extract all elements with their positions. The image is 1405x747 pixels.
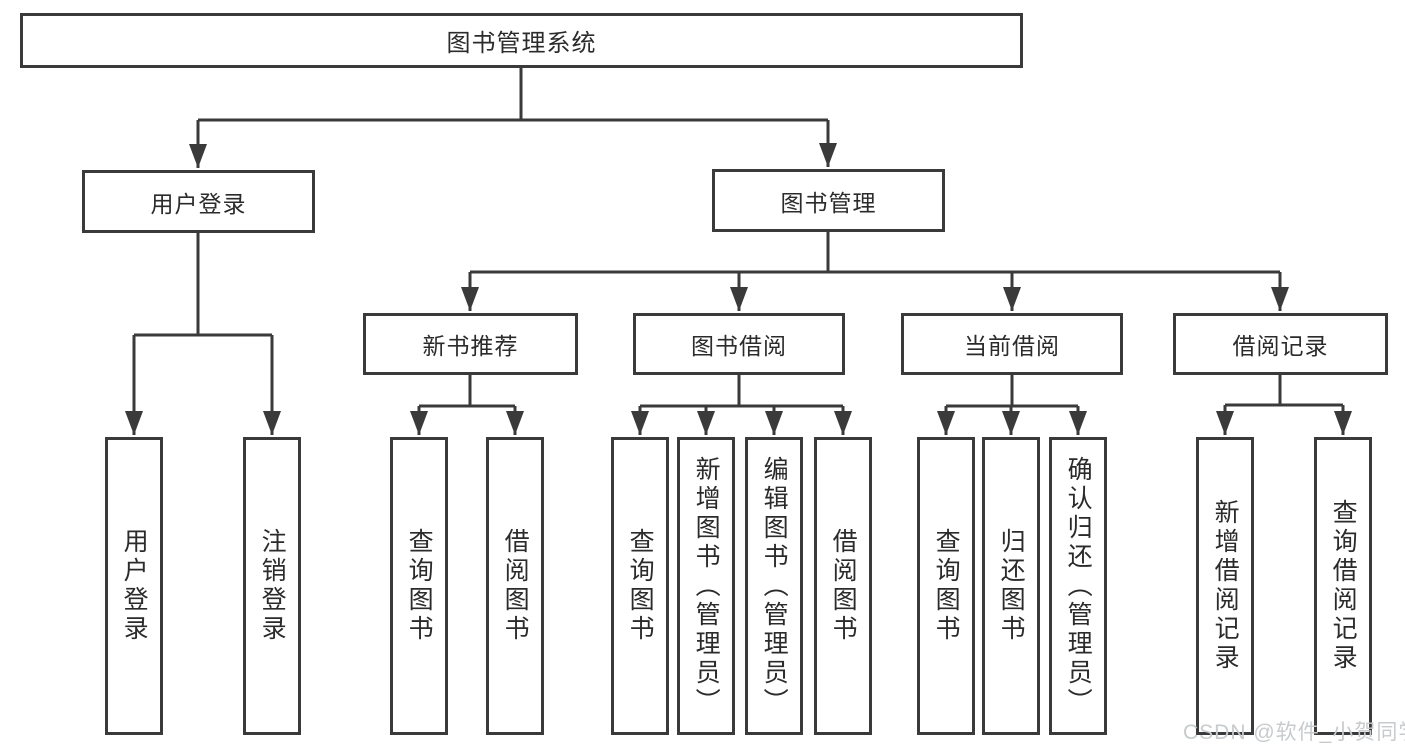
leaf-user-login: 用户登录 <box>105 437 163 735</box>
leaf-query-book-current-label: 查询图书 <box>932 528 961 644</box>
leaf-borrow-book: 借阅图书 <box>814 437 872 735</box>
leaf-query-book-recommend-label: 查询图书 <box>405 528 434 644</box>
node-book-borrow: 图书借阅 <box>633 313 845 375</box>
leaf-query-book-recommend: 查询图书 <box>390 437 448 735</box>
node-book-borrow-label: 图书借阅 <box>691 333 787 359</box>
leaf-return-book-label: 归还图书 <box>997 528 1026 644</box>
leaf-confirm-return-admin-label: 确认归还（管理员） <box>1064 455 1093 717</box>
node-borrow-records-label: 借阅记录 <box>1232 333 1329 359</box>
leaf-logout: 注销登录 <box>243 437 301 735</box>
watermark-text: CSDN @软件_小贺同学 <box>1183 721 1405 744</box>
leaf-logout-label: 注销登录 <box>258 528 287 644</box>
node-user-login-label: 用户登录 <box>150 190 247 217</box>
leaf-return-book: 归还图书 <box>982 437 1040 735</box>
leaf-borrow-book-recommend: 借阅图书 <box>486 437 544 735</box>
node-user-login: 用户登录 <box>82 170 315 233</box>
node-current-borrow-label: 当前借阅 <box>964 333 1060 359</box>
leaf-add-borrow-record-label: 新增借阅记录 <box>1211 499 1240 673</box>
leaf-borrow-book-label: 借阅图书 <box>829 528 858 644</box>
node-current-borrow: 当前借阅 <box>901 313 1123 375</box>
leaf-user-login-label: 用户登录 <box>120 528 149 644</box>
leaf-query-book-borrow-label: 查询图书 <box>626 528 655 644</box>
node-library-system-label: 图书管理系统 <box>446 30 597 57</box>
leaf-query-book-current: 查询图书 <box>917 437 975 735</box>
leaf-query-borrow-record: 查询借阅记录 <box>1314 437 1372 735</box>
node-new-book-recommend-label: 新书推荐 <box>422 333 519 359</box>
leaf-query-borrow-record-label: 查询借阅记录 <box>1329 499 1358 673</box>
node-borrow-records: 借阅记录 <box>1173 313 1388 375</box>
node-new-book-recommend: 新书推荐 <box>363 313 578 375</box>
leaf-add-book-admin-label: 新增图书（管理员） <box>692 455 721 717</box>
leaf-query-book-borrow: 查询图书 <box>611 437 669 735</box>
node-book-management: 图书管理 <box>712 169 945 232</box>
leaf-confirm-return-admin: 确认归还（管理员） <box>1049 437 1107 735</box>
leaf-edit-book-admin: 编辑图书（管理员） <box>745 437 803 735</box>
node-book-management-label: 图书管理 <box>780 189 877 216</box>
node-library-system: 图书管理系统 <box>20 13 1023 68</box>
connector-lines <box>125 68 1352 435</box>
leaf-add-borrow-record: 新增借阅记录 <box>1196 437 1254 735</box>
leaf-edit-book-admin-label: 编辑图书（管理员） <box>760 455 789 717</box>
leaf-borrow-book-recommend-label: 借阅图书 <box>501 528 530 644</box>
leaf-add-book-admin: 新增图书（管理员） <box>677 437 735 735</box>
